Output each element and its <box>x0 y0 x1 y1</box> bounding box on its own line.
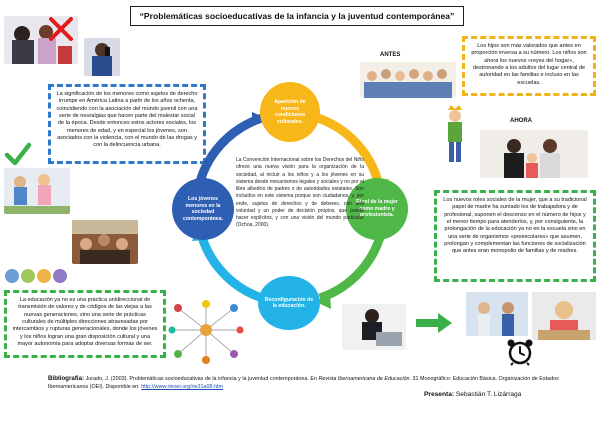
presenter: Presenta: Sebastián T. Lizárraga <box>424 391 521 398</box>
text-box-children-valued: Los hijos son más valorados que antes en… <box>462 36 596 96</box>
cycle-center-text: La Convención Internacional sobre los De… <box>236 157 364 229</box>
green-check-icon <box>4 140 32 168</box>
small-family-photo <box>480 130 588 178</box>
ahora-label: AHORA <box>510 118 532 124</box>
children-school-photo <box>466 292 528 336</box>
cycle-node-education-reconfiguration: Reconfiguración de la educación. <box>258 276 320 330</box>
alarm-clock-icon <box>506 338 534 366</box>
cycle-node-youth-society: Los jóvenes menores en la sociedad conte… <box>172 178 234 240</box>
text-children-valued: Los hijos son más valorados que antes en… <box>471 43 587 86</box>
bibliography-text: Jurado, J. (2003). Problemáticas socioed… <box>85 376 317 382</box>
bibliography-label: Bibliografía: <box>48 375 85 382</box>
child-on-phone-photo <box>84 38 120 76</box>
cycle-diagram: Aparición de nuevos condiciones cultural… <box>170 80 410 330</box>
text-education-practice: La educación ya no es una práctica unidi… <box>12 297 158 347</box>
classroom-photo <box>72 220 138 264</box>
presenter-name: Sebastián T. Lizárraga <box>455 391 522 398</box>
cycle-node-women-role: El rol de la mujer como madre y profesio… <box>346 178 408 240</box>
bibliography-link[interactable]: http://www.rieoei.org/rie31a08.htm <box>141 383 223 390</box>
people-network-illustration <box>168 298 244 368</box>
boy-crown-illustration <box>440 104 470 166</box>
antes-label: ANTES <box>380 52 401 58</box>
cycle-node-cultural-conditions: Aparición de nuevos condiciones cultural… <box>260 82 320 142</box>
text-box-education-practice: La educación ya no es una práctica unidi… <box>4 290 166 358</box>
bibliography: Bibliografía: Jurado, J. (2003). Problem… <box>48 375 568 392</box>
stressed-girl-photo <box>532 292 596 340</box>
cycle-node-right-label: El rol de la mujer como madre y profesio… <box>356 199 398 219</box>
children-playing-photo <box>4 168 70 214</box>
cycle-node-top-label: Aparición de nuevos condiciones cultural… <box>274 99 306 125</box>
text-box-minors-rights: La significación de los menores como suj… <box>48 84 206 164</box>
red-x-icon <box>48 16 74 42</box>
text-box-women-roles: Los nuevos roles sociales de la mujer, q… <box>434 190 596 282</box>
bibliography-text-2: . 31 Monográfico: Educación Básica. Orga… <box>48 376 559 390</box>
cycle-node-bottom-label: Reconfiguración de la educación. <box>264 296 314 310</box>
bibliography-journal: Revista Iberoamericana de Educación <box>318 376 410 382</box>
technology-icons <box>4 268 70 284</box>
text-minors-rights: La significación de los menores como suj… <box>56 91 198 149</box>
cycle-node-left-label: Los jóvenes menores en la sociedad conte… <box>182 196 224 222</box>
green-arrow-icon <box>414 312 454 334</box>
text-women-roles: Los nuevos roles sociales de la mujer, q… <box>443 197 587 255</box>
large-family-photo <box>360 62 456 98</box>
page-title: “Problemáticas socioeducativas de la inf… <box>130 6 464 26</box>
woman-laptop-photo <box>342 304 406 350</box>
presenter-label: Presenta: <box>424 391 455 398</box>
